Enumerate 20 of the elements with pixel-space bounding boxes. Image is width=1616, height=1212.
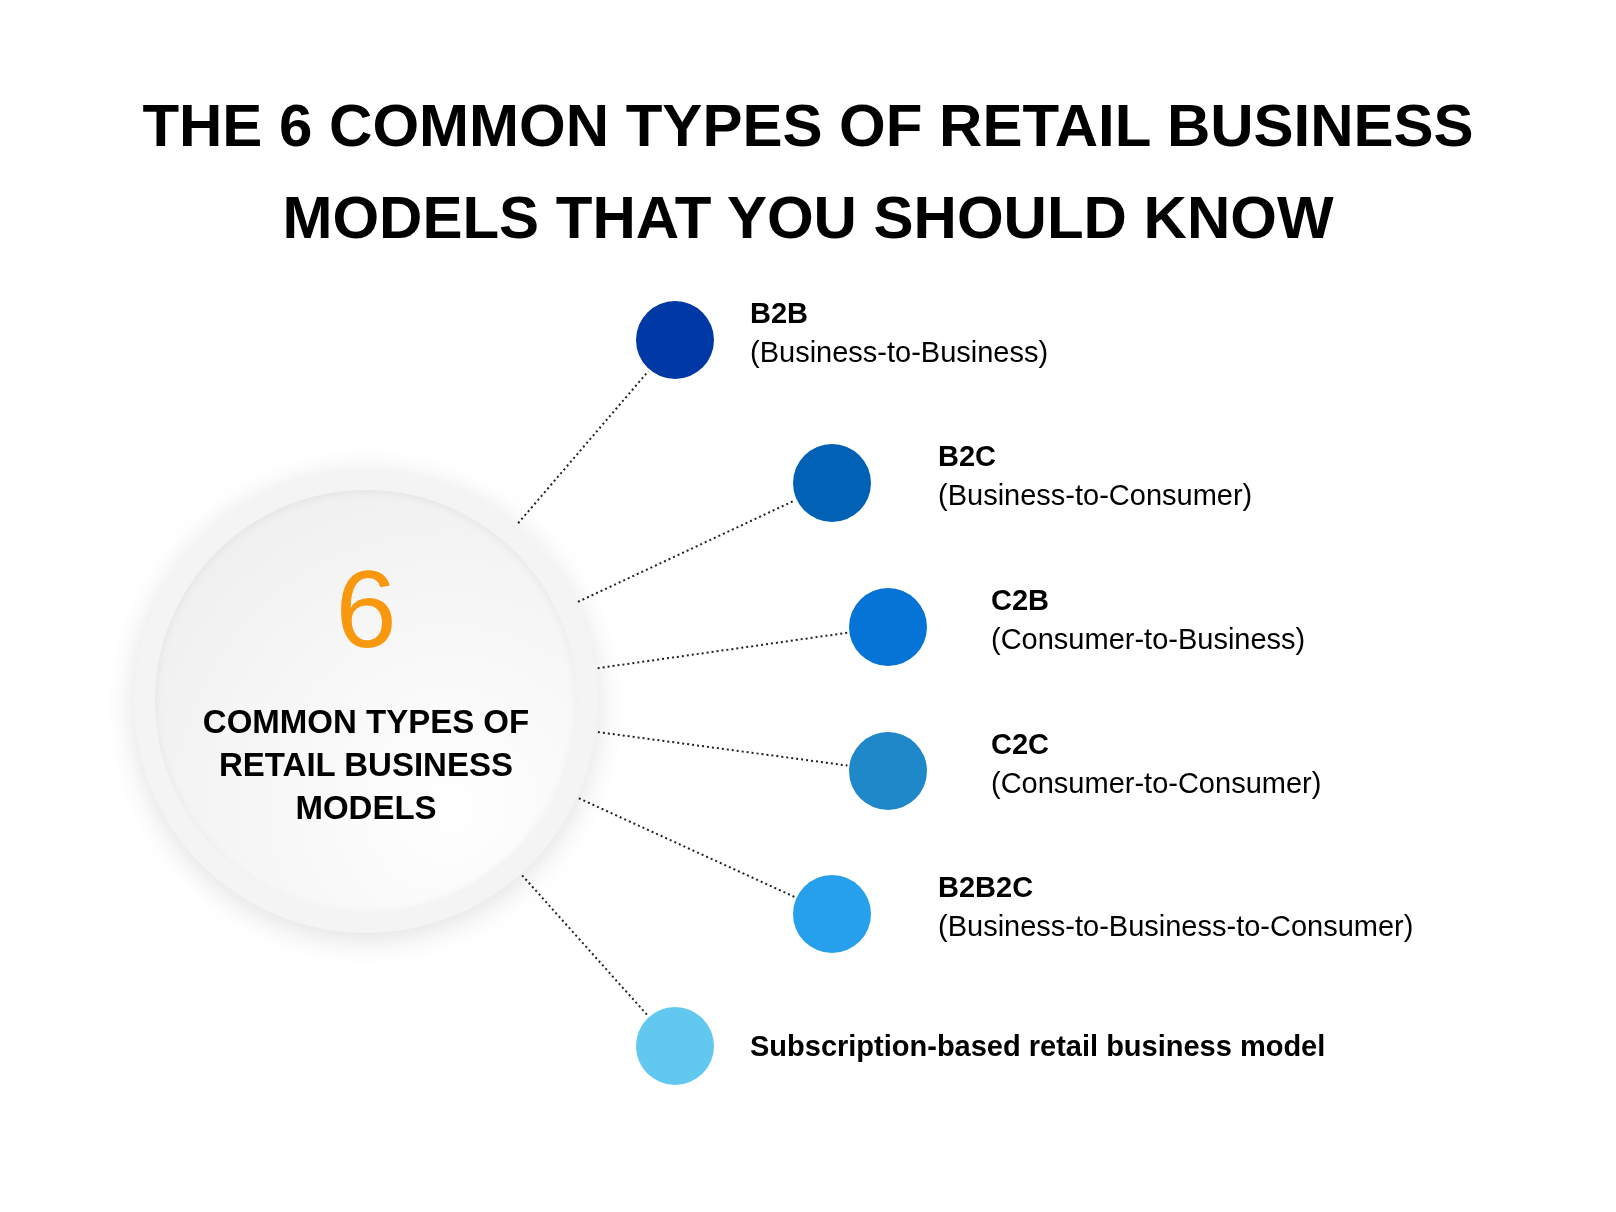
model-name: C2C	[991, 727, 1050, 762]
model-name: B2C	[938, 439, 997, 474]
model-description: (Consumer-to-Business)	[991, 622, 1306, 657]
dotted-connector	[517, 370, 650, 525]
dotted-connector	[521, 874, 649, 1017]
dotted-connector	[576, 499, 796, 603]
big-number: 6	[335, 553, 397, 664]
center-label: COMMON TYPES OF RETAIL BUSINESS MODELS	[201, 701, 531, 828]
model-name: B2B2C	[938, 870, 1035, 905]
dotted-connector	[596, 731, 849, 767]
model-name: C2B	[991, 583, 1050, 618]
title: THE 6 COMMON TYPES OF RETAIL BUSINESS MODELS THAT YOU SHOULD KNOW	[141, 91, 1475, 253]
model-name: B2B	[750, 296, 809, 331]
dotted-connector	[577, 797, 796, 898]
model-description: (Consumer-to-Consumer)	[991, 766, 1322, 801]
model-description: (Business-to-Business)	[750, 335, 1049, 370]
model-name: Subscription-based retail business model	[750, 1029, 1326, 1064]
model-description: (Business-to-Business-to-Consumer)	[938, 909, 1414, 944]
model-description: (Business-to-Consumer)	[938, 478, 1253, 513]
dotted-connector	[596, 631, 849, 670]
